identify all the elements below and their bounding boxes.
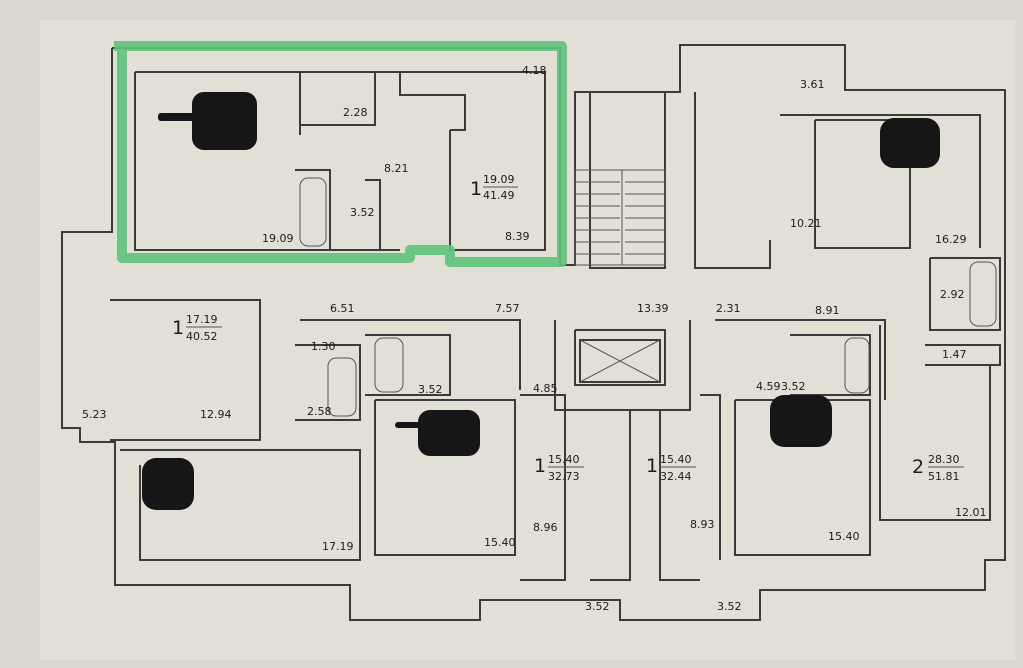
apartment-room-count: 2 — [912, 456, 924, 478]
apartment-living-area: 28.30 — [928, 453, 960, 466]
room-area-labels: 4.18 2.28 8.21 3.52 19.09 8.39 3.61 10.2… — [82, 64, 987, 613]
area-label: 10.21 — [790, 217, 822, 230]
apartment-room-count: 1 — [172, 317, 184, 339]
area-label: 3.52 — [418, 383, 443, 396]
area-label: 13.39 — [637, 302, 669, 315]
apartment-room-count: 1 — [534, 455, 546, 477]
apartment-total-area: 40.52 — [186, 330, 218, 343]
staircase — [574, 169, 666, 266]
area-label: 17.19 — [322, 540, 354, 553]
apartment-living-area: 15.40 — [548, 453, 580, 466]
area-label: 2.92 — [940, 288, 965, 301]
area-label: 1.47 — [942, 348, 967, 361]
area-label: 16.29 — [935, 233, 967, 246]
building-walls — [61, 44, 1006, 621]
area-label: 1.30 — [311, 340, 336, 353]
apartment-total-area: 32.44 — [660, 470, 692, 483]
elevator-shaft — [579, 339, 661, 383]
area-label: 4.59 — [756, 380, 781, 393]
area-label: 12.94 — [200, 408, 232, 421]
area-label: 3.61 — [800, 78, 825, 91]
area-label: 15.40 — [828, 530, 860, 543]
area-label: 8.91 — [815, 304, 840, 317]
area-label: 5.23 — [82, 408, 107, 421]
area-label: 7.57 — [495, 302, 520, 315]
area-label: 8.96 — [533, 521, 558, 534]
apartment-living-area: 19.09 — [483, 173, 515, 186]
bathtubs — [299, 177, 997, 417]
apartment-2-label: 1 17.19 40.52 — [172, 313, 222, 343]
selected-apartment-outline — [114, 41, 567, 267]
area-label: 6.51 — [330, 302, 355, 315]
area-label: 4.85 — [533, 382, 558, 395]
apartment-room-count: 1 — [646, 455, 658, 477]
area-label: 3.52 — [717, 600, 742, 613]
area-label: 2.31 — [716, 302, 741, 315]
apartment-room-count: 1 — [470, 178, 482, 200]
area-label: 2.28 — [343, 106, 368, 119]
apartment-1-label: 1 19.09 41.49 — [470, 173, 518, 202]
area-label: 3.52 — [781, 380, 806, 393]
area-label: 15.40 — [484, 536, 516, 549]
apartment-number-marks — [142, 92, 940, 510]
area-label: 4.18 — [522, 64, 547, 77]
area-label: 2.58 — [307, 405, 332, 418]
apartment-living-area: 15.40 — [660, 453, 692, 466]
apartment-living-area: 17.19 — [186, 313, 218, 326]
area-label: 8.21 — [384, 162, 409, 175]
area-label: 12.01 — [955, 506, 987, 519]
apartment-5-label: 2 28.30 51.81 — [912, 453, 964, 483]
apartment-4-label: 1 15.40 32.44 — [646, 453, 696, 483]
apartment-total-area: 32.73 — [548, 470, 580, 483]
apartment-total-area: 41.49 — [483, 189, 515, 202]
area-label: 8.39 — [505, 230, 530, 243]
area-label: 8.93 — [690, 518, 715, 531]
area-label: 19.09 — [262, 232, 294, 245]
apartment-3-label: 1 15.40 32.73 — [534, 453, 584, 483]
area-label: 3.52 — [585, 600, 610, 613]
area-label: 3.52 — [350, 206, 375, 219]
apartment-total-area: 51.81 — [928, 470, 960, 483]
